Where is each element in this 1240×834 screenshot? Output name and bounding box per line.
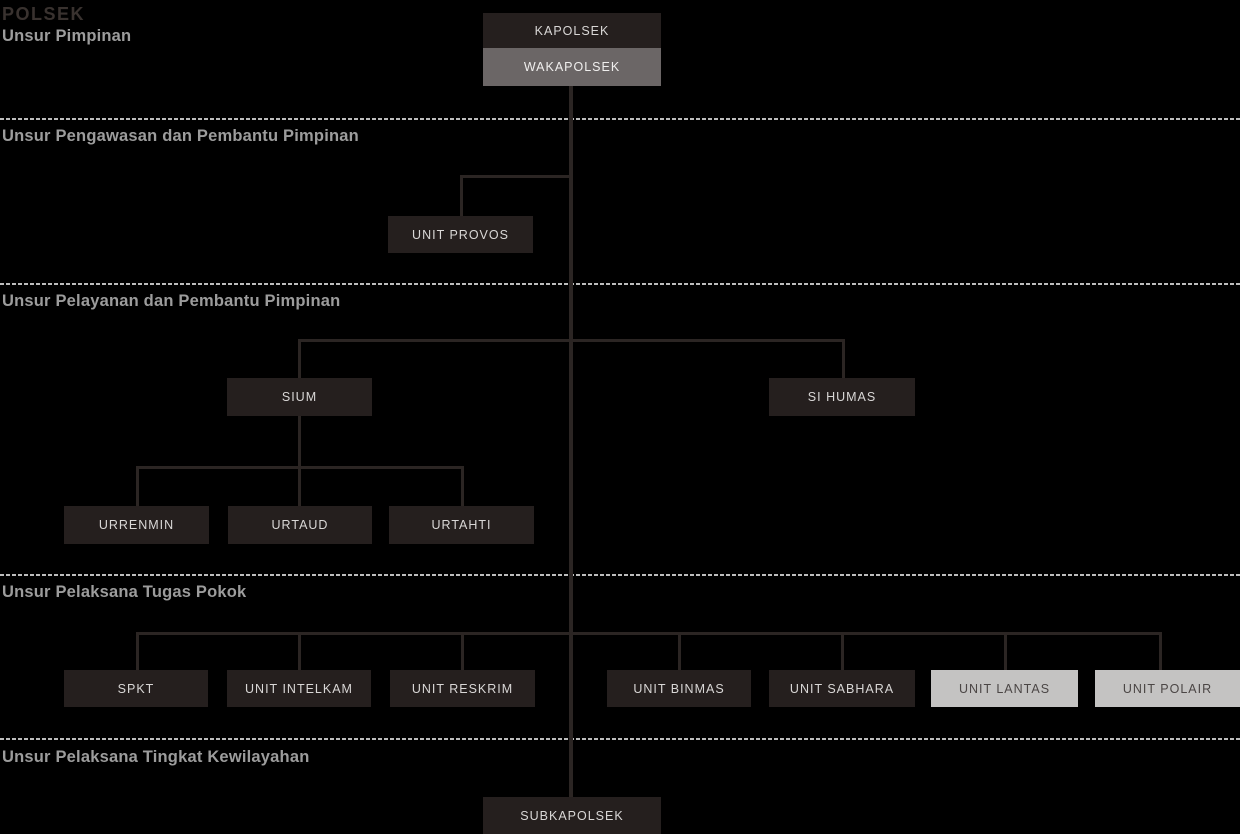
connector-sabhara-drop <box>841 632 844 670</box>
connector-urrenmin-drop <box>136 466 139 506</box>
section-label-kewilayahan: Unsur Pelaksana Tingkat Kewilayahan <box>2 748 310 766</box>
node-kapolsek: KAPOLSEK <box>483 13 661 48</box>
node-unit-sabhara: UNIT SABHARA <box>769 670 915 707</box>
node-si-humas: SI HUMAS <box>769 378 915 416</box>
connector-intelkam-drop <box>298 632 301 670</box>
section-label-pengawasan: Unsur Pengawasan dan Pembantu Pimpinan <box>2 127 359 145</box>
section-label-pelaksana-pokok: Unsur Pelaksana Tugas Pokok <box>2 583 247 601</box>
node-subkapolsek: SUBKAPOLSEK <box>483 797 661 834</box>
section-divider <box>0 738 1240 740</box>
node-wakapolsek: WAKAPOLSEK <box>483 48 661 86</box>
node-unit-binmas: UNIT BINMAS <box>607 670 751 707</box>
node-unit-intelkam: UNIT INTELKAM <box>227 670 371 707</box>
connector-reskrim-drop <box>461 632 464 670</box>
connector-provos-drop <box>460 175 463 216</box>
node-urrenmin: URRENMIN <box>64 506 209 544</box>
node-sium: SIUM <box>227 378 372 416</box>
connector-provos-horizontal <box>460 175 573 178</box>
connector-binmas-drop <box>678 632 681 670</box>
connector-pelayanan-horizontal <box>298 339 845 342</box>
node-unit-provos: UNIT PROVOS <box>388 216 533 253</box>
node-urtahti: URTAHTI <box>389 506 534 544</box>
page-title: POLSEK <box>2 4 86 24</box>
node-unit-polair: UNIT POLAIR <box>1095 670 1240 707</box>
section-label-pelayanan: Unsur Pelayanan dan Pembantu Pimpinan <box>2 292 341 310</box>
connector-polair-drop <box>1159 632 1162 670</box>
connector-spkt-drop <box>136 632 139 670</box>
connector-spine <box>569 86 573 797</box>
connector-lantas-drop <box>1004 632 1007 670</box>
connector-sium-drop <box>298 339 301 378</box>
section-label-pimpinan: Unsur Pimpinan <box>2 27 132 45</box>
section-divider <box>0 118 1240 120</box>
node-urtaud: URTAUD <box>228 506 372 544</box>
node-unit-lantas: UNIT LANTAS <box>931 670 1078 707</box>
connector-urtahti-drop <box>461 466 464 506</box>
section-divider <box>0 574 1240 576</box>
node-spkt: SPKT <box>64 670 208 707</box>
connector-sium-stem <box>298 416 301 469</box>
connector-urtaud-drop <box>298 466 301 506</box>
section-divider <box>0 283 1240 285</box>
node-unit-reskrim: UNIT RESKRIM <box>390 670 535 707</box>
connector-pokok-horizontal <box>136 632 1162 635</box>
connector-sihumas-drop <box>842 339 845 378</box>
